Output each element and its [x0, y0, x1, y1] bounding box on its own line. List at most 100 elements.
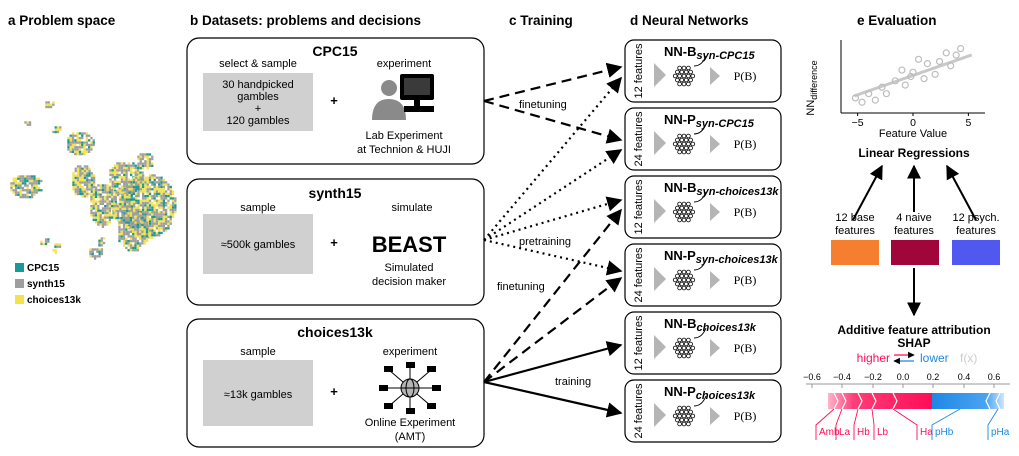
shap-subtitle: SHAP: [897, 336, 930, 350]
dataset-caption: at Technion & HUJI: [357, 144, 451, 156]
plus-sign: +: [330, 384, 338, 399]
shap-tick-label: −0.6: [803, 372, 821, 382]
base-features-swatch: [831, 240, 879, 265]
psych-features-swatch: [952, 240, 1000, 265]
training-label-finetuning: finetuning: [519, 99, 567, 111]
shap-leader-line: [835, 408, 843, 440]
scatter-ylabel: NNdifference: [805, 60, 819, 115]
shap-title: Additive feature attribution: [837, 323, 990, 337]
output-triangle-icon: [710, 135, 720, 153]
shap-feature-label-positive: Amb: [819, 427, 840, 438]
scatter-point: [871, 96, 879, 104]
shap-negative-bar: [932, 393, 1004, 409]
neural-net-icon: [672, 65, 696, 87]
shap-tick-label: −0.2: [864, 372, 882, 382]
shap-lower-label: lower: [920, 351, 949, 365]
network-subscript: syn-CPC15: [697, 50, 756, 62]
dataset-synth15: synth15 sample ≈500k gambles + simulate …: [186, 178, 485, 306]
shap-tick-label: 0.6: [988, 372, 1001, 382]
dataset-left-label: sample: [240, 202, 275, 214]
gambles-text: gambles: [237, 91, 279, 103]
training-label-finetuning-2: finetuning: [497, 281, 545, 293]
scatter-point: [909, 68, 917, 76]
net-pointer-line: [693, 123, 707, 135]
network-feature-count: 12 features: [633, 179, 645, 235]
neural-net-icon: [672, 133, 696, 155]
input-triangle-icon: [654, 199, 666, 223]
feature-group-label: features: [956, 225, 996, 237]
neural-net-icon: [672, 201, 696, 223]
shap-leader-line: [931, 408, 961, 440]
beast-label: BEAST: [372, 232, 447, 257]
output-triangle-icon: [710, 271, 720, 289]
scatter-point: [865, 90, 873, 98]
training-label-pretraining: pretraining: [519, 236, 571, 248]
gambles-box: [203, 214, 313, 274]
network-output-label: P(B): [734, 69, 757, 83]
output-triangle-icon: [710, 67, 720, 85]
dataset-title: choices13k: [297, 324, 373, 340]
legend-label-cpc15: CPC15: [27, 263, 60, 274]
dataset-right-label: experiment: [377, 58, 431, 70]
shap-feature-label-positive: Hb: [857, 427, 870, 438]
network-output-label: P(B): [734, 205, 757, 219]
dataset-title: synth15: [309, 185, 362, 201]
shap-higher-label: higher: [857, 351, 890, 365]
plus-sign: +: [330, 235, 338, 250]
input-triangle-icon: [654, 267, 666, 291]
shap-leader-line: [853, 408, 859, 440]
neural-net-icon: [672, 405, 696, 427]
shap-feature-label-positive: Lb: [877, 427, 889, 438]
scatter-point: [914, 55, 923, 63]
network-subscript: syn-choices13k: [696, 254, 779, 266]
shap-feature-label-positive: Ha: [920, 427, 933, 438]
neural-net-icon: [672, 337, 696, 359]
arrow-finetune-cpc15-b: [483, 62, 623, 103]
scatter-point: [957, 44, 965, 53]
network-card-box: [624, 175, 782, 239]
dataset-title: CPC15: [312, 43, 357, 59]
network-card-box: [624, 243, 782, 307]
panel-title-d: d Neural Networks: [630, 13, 749, 28]
dataset-right-label: experiment: [383, 346, 437, 358]
problem-space-map: [10, 101, 177, 260]
panel-title-b: b Datasets: problems and decisions: [190, 13, 421, 28]
arrow-finetune-cpc15-p: [483, 99, 623, 144]
network-card-box: [624, 39, 782, 103]
lab-experiment-icon: [372, 74, 434, 120]
output-triangle-icon: [710, 407, 720, 425]
network-feature-count: 24 features: [633, 111, 645, 167]
shap-chevron: [995, 392, 1001, 410]
arrow-train-choices-p: [483, 380, 623, 418]
panel-title-a: a Problem space: [8, 13, 116, 28]
dataset-caption: decision maker: [372, 276, 446, 288]
output-triangle-icon: [710, 339, 720, 357]
shap-leader-line: [871, 408, 875, 440]
shap-chevron: [857, 392, 863, 410]
network-card-box: [624, 311, 782, 375]
shap-tick-label: 0.2: [927, 372, 940, 382]
feature-group-label: 12 base: [835, 212, 874, 224]
dataset-caption: (AMT): [395, 431, 426, 443]
linear-regressions-title: Linear Regressions: [858, 146, 970, 160]
scatter-point: [942, 49, 950, 57]
shap-tick-label: 0.4: [958, 372, 971, 382]
network-card-box: [624, 107, 782, 171]
legend-label-synth15: synth15: [27, 279, 65, 290]
training-label-training: training: [555, 376, 591, 388]
arrow-finetune-choices-b: [483, 208, 622, 383]
scatter-xlabel: Feature Value: [879, 128, 947, 140]
shap-leader-line: [987, 408, 999, 440]
input-triangle-icon: [654, 131, 666, 155]
network-subscript: choices13k: [696, 390, 756, 402]
net-pointer-line: [693, 395, 707, 407]
input-triangle-icon: [654, 335, 666, 359]
scatter-point: [858, 98, 866, 106]
